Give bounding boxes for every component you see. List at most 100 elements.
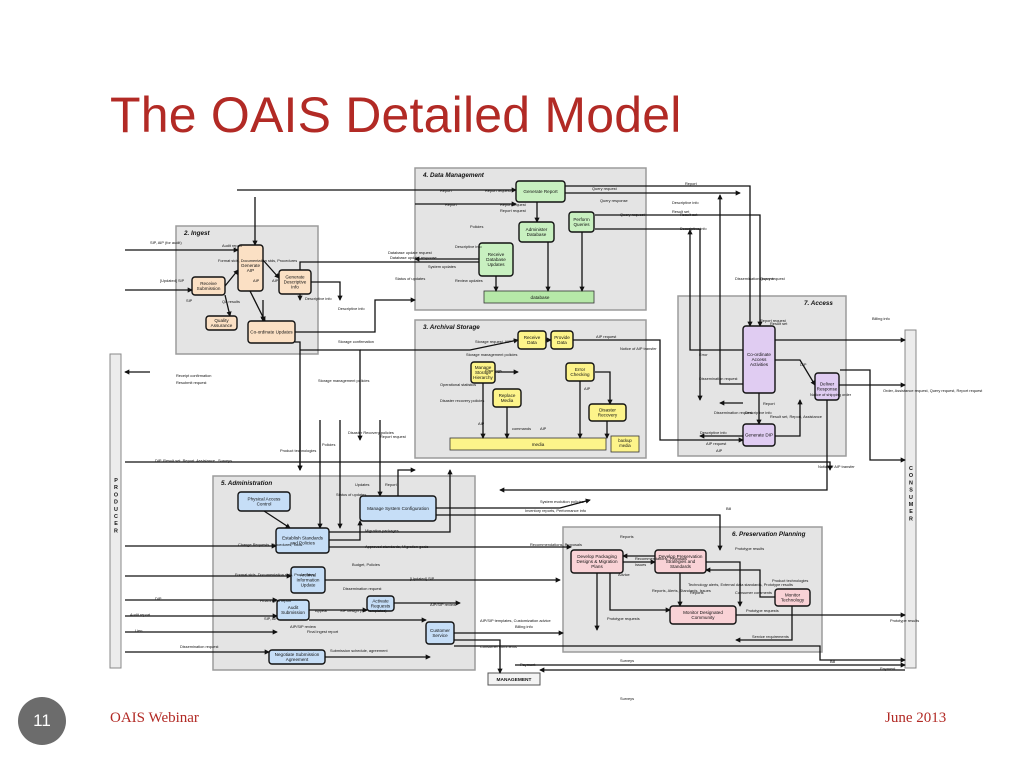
flow-label: Approved standards, Migration goals xyxy=(365,544,428,549)
flow-label: [Updated] SIP xyxy=(160,278,185,283)
flow-label: Audit report xyxy=(130,612,151,617)
flow-label: Prototype results xyxy=(735,546,764,551)
flow-line xyxy=(499,400,828,493)
flow-line xyxy=(397,467,416,496)
backup-media-bar xyxy=(610,435,640,453)
flow-line xyxy=(454,639,503,674)
flow-label: Query request xyxy=(620,212,646,217)
flow-label: Storage request, AIP xyxy=(475,339,511,344)
flow-line xyxy=(687,229,743,351)
box-manage-system-configuration: Manage System Configuration xyxy=(359,495,437,522)
flow-label: Consumer comments xyxy=(735,590,772,595)
flow-label: Descriptive info xyxy=(305,296,332,301)
footer-right: June 2013 xyxy=(885,710,947,726)
section-label: 6. Preservation Planning xyxy=(732,531,806,538)
flow-label: Reports xyxy=(690,590,704,595)
vertical-letter: E xyxy=(114,521,118,527)
flow-label: Order, Assistance request, Query request… xyxy=(883,388,983,393)
flow-line xyxy=(775,399,803,437)
box-label: Manage System Configuration xyxy=(367,506,429,511)
flow-line xyxy=(705,567,775,598)
vertical-letter: R xyxy=(114,485,118,491)
flow-label: QA results xyxy=(222,299,240,304)
management-box xyxy=(487,672,541,686)
flow-label: Notice of shipping order xyxy=(810,392,852,397)
flow-label: Billing info xyxy=(872,316,890,321)
flow-label: Service requirements xyxy=(752,634,789,639)
flow-label: Consumer comments xyxy=(480,644,517,649)
flow-label: System evolution policies xyxy=(540,499,584,504)
flow-label: AIP/SIP review xyxy=(290,624,316,629)
box-label: Generate DIP xyxy=(745,433,773,438)
flow-label: Result set xyxy=(680,212,698,217)
flow-line xyxy=(224,294,232,317)
flow-label: Dissemination request xyxy=(699,376,738,381)
flow-line xyxy=(735,606,793,643)
flow-line xyxy=(840,369,906,463)
flow-label: Recommendations, Proposals xyxy=(635,556,687,561)
flow-label: Report xyxy=(685,181,698,186)
flow-label: Descriptive info xyxy=(745,410,772,415)
flow-label: Database update request xyxy=(388,250,433,255)
producer-bar xyxy=(109,353,122,669)
flow-label: AIP/SIP templates, Customization advice xyxy=(480,618,551,623)
vertical-letter: R xyxy=(114,528,118,534)
flow-label: Disaster recovery policies xyxy=(440,398,484,403)
flow-line xyxy=(595,371,613,405)
flow-line xyxy=(565,185,753,327)
flow-label: Query request xyxy=(760,276,786,281)
flow-line xyxy=(706,561,743,607)
flow-label: Format stds, Documentation stds, Procedu… xyxy=(235,572,314,577)
flow-line xyxy=(573,339,744,443)
flow-label: AIP/SIP review xyxy=(430,602,456,607)
flow-label: Report request xyxy=(500,202,527,207)
flow-label: Descriptive info xyxy=(680,226,707,231)
flow-label: Surveys xyxy=(620,696,634,701)
flow-label: Error xyxy=(699,352,708,357)
flow-label: Issues xyxy=(635,562,646,567)
flow-label: Format stds, Documentation stds, Procedu… xyxy=(218,258,297,263)
flow-label: Change Requests, Procedures, Tools xyxy=(238,542,302,547)
vertical-letter: U xyxy=(114,507,118,513)
flow-line xyxy=(775,359,816,386)
flow-label: Report xyxy=(385,482,398,487)
flow-label: Submission schedule, agreement xyxy=(330,648,388,653)
flow-label: Query request xyxy=(592,186,618,191)
section-label: 4. Data Management xyxy=(422,172,485,179)
flow-line xyxy=(436,498,591,509)
flow-label: DIP xyxy=(800,362,807,367)
flow-label: Report request xyxy=(760,318,787,323)
section-label: 2. Ingest xyxy=(183,230,210,237)
flow-label: Resubmit request xyxy=(176,380,207,385)
flow-label: DIP xyxy=(155,596,162,601)
flow-label: DIP, Result set, Report, Assistance xyxy=(155,458,215,463)
database-label: database xyxy=(531,295,550,300)
flow-label: AIP xyxy=(478,421,485,426)
